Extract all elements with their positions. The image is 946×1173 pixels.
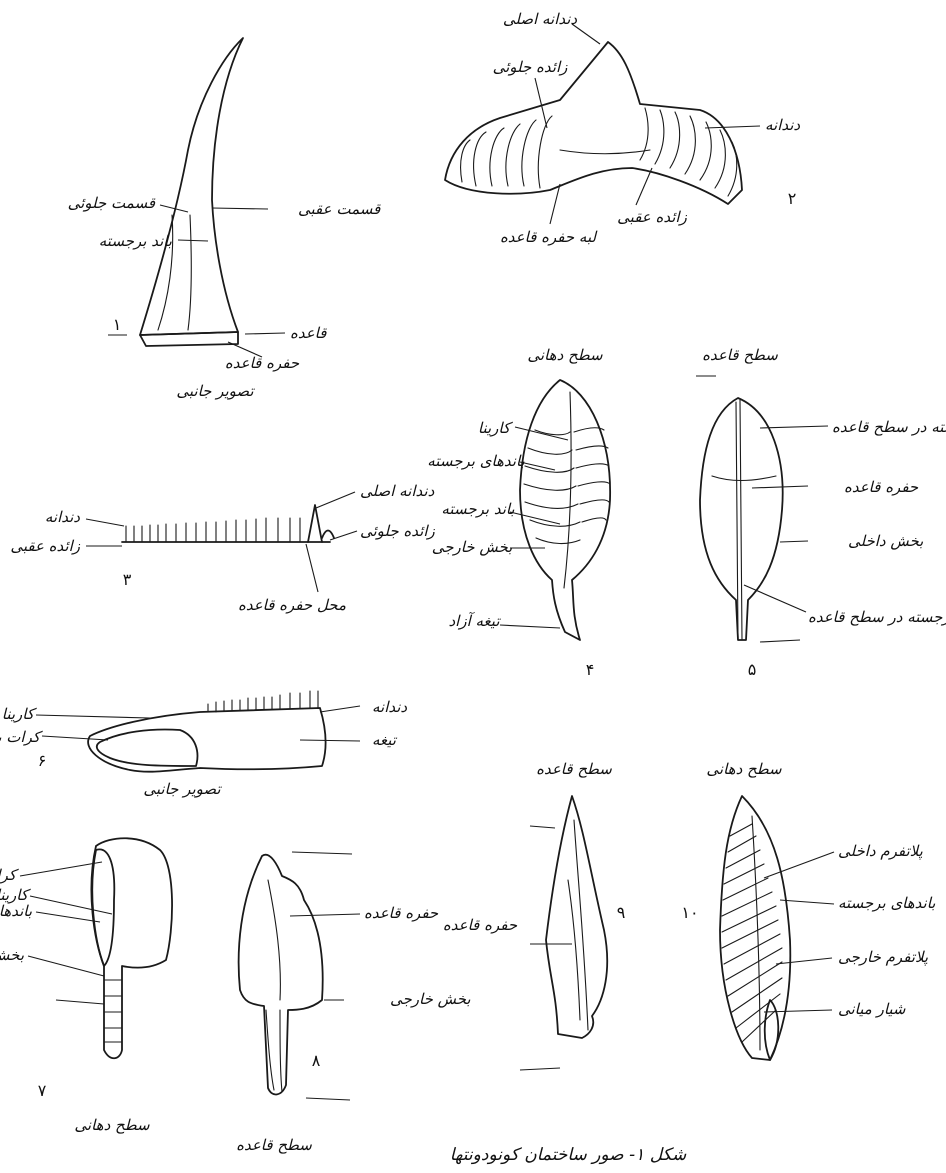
fig10-label-outer-platform: پلاتفرم خارجی bbox=[838, 948, 928, 966]
fig7-number: ۷ bbox=[38, 1081, 47, 1100]
figure-1: قسمت جلوئی باند برجسته قسمت عقبی قاعده ح… bbox=[68, 38, 382, 400]
narrow-platform-element bbox=[546, 796, 607, 1038]
figure-2: دندانه اصلی زائده جلوئی دندانه زائده عقب… bbox=[445, 10, 800, 246]
fig5-label-inner-part: بخش داخلی bbox=[848, 532, 923, 550]
fig7-label-nodes: کرات برجسته bbox=[0, 866, 19, 884]
fig9-view: سطح قاعده bbox=[536, 760, 612, 778]
fig2-label-main-cusp: دندانه اصلی bbox=[503, 10, 578, 28]
fig2-label-posterior-process: زائده عقبی bbox=[617, 208, 687, 226]
figure-3: دندانه اصلی زائده جلوئی محل حفره قاعده د… bbox=[10, 482, 435, 614]
fig3-label-denticle: دندانه bbox=[45, 508, 80, 526]
oral-platform-element bbox=[91, 838, 172, 1058]
fig3-number: ۳ bbox=[123, 570, 132, 589]
figure-9: حفره قاعده سطح قاعده ۹ bbox=[443, 760, 625, 1070]
fig7-label-part: بخش bbox=[0, 946, 24, 964]
fig10-number: ۱۰ bbox=[681, 903, 698, 922]
fig10-transverse-ridges bbox=[722, 824, 782, 1042]
fig6-view: تصویر جانبی bbox=[143, 780, 222, 798]
fig3-label-posterior-process: زائده عقبی bbox=[10, 537, 80, 555]
fig9-number: ۹ bbox=[617, 903, 626, 922]
fig4-number: ۴ bbox=[586, 660, 595, 679]
fig3-label-basal-cavity-site: محل حفره قاعده bbox=[238, 596, 346, 614]
fig10-label-ridges: باندهای برجسته bbox=[838, 894, 935, 912]
fig6-label-denticle: دندانه bbox=[372, 698, 407, 716]
fig10-label-median-groove: شیار میانی bbox=[838, 1000, 906, 1018]
figure-6: کارینا کرات برجسته دندانه تیغه تصویر جان… bbox=[0, 691, 407, 798]
fig6-number: ۶ bbox=[38, 751, 47, 770]
figure-7: کرات برجسته کارینا باندهای برجسته بخش سط… bbox=[0, 838, 172, 1134]
fig5-label-basal-cavity: حفره قاعده bbox=[844, 478, 919, 496]
fig3-label-main-cusp: دندانه اصلی bbox=[360, 482, 435, 500]
fig7-blade-segments bbox=[104, 980, 122, 1042]
figure-10: پلاتفرم داخلی باندهای برجسته پلاتفرم خار… bbox=[681, 760, 935, 1060]
fig10-view: سطح دهانی bbox=[706, 760, 782, 778]
fig3-label-anterior-process: زائده جلوئی bbox=[360, 522, 436, 540]
figure-5: باند برجسته در سطح قاعده حفره قاعده بخش … bbox=[696, 346, 946, 679]
fig4-transverse-ridges bbox=[524, 428, 610, 544]
fig4-label-carina: کارینا bbox=[478, 419, 513, 437]
fig5-label-ridge-basal: باند برجسته در سطح قاعده bbox=[832, 418, 946, 436]
fig1-label-posterior: قسمت عقبی bbox=[298, 200, 381, 218]
fig4-label-outer-part: بخش خارجی bbox=[432, 538, 513, 556]
fig2-label-basal-rim: لبه حفره قاعده bbox=[500, 228, 599, 246]
cone-element bbox=[140, 38, 243, 335]
fig1-view: تصویر جانبی bbox=[176, 382, 255, 400]
denticles-left bbox=[461, 116, 552, 188]
fig7-view: سطح دهانی bbox=[74, 1116, 150, 1134]
fig8-label-outer-part: بخش خارجی bbox=[390, 990, 471, 1008]
fig1-label-anterior: قسمت جلوئی bbox=[68, 194, 156, 212]
fig8-view: سطح قاعده bbox=[236, 1136, 312, 1154]
ramiform-element bbox=[445, 42, 742, 204]
fig5-view: سطح قاعده bbox=[702, 346, 778, 364]
fig4-label-ridge: باند برجسته bbox=[441, 500, 514, 518]
figure-4: کارینا باندهای برجسته باند برجسته بخش خا… bbox=[427, 346, 610, 679]
fig4-label-free-blade: تیغه آزاد bbox=[448, 611, 501, 630]
fig5-label-ridge-basal-2: باند برجسته در سطح قاعده bbox=[808, 608, 946, 626]
fig8-label-basal-cavity: حفره قاعده bbox=[364, 904, 439, 922]
fig2-label-denticle: دندانه bbox=[765, 116, 800, 134]
fig6-label-nodes: کرات برجسته bbox=[0, 728, 43, 746]
fig5-number: ۵ bbox=[748, 660, 757, 679]
fig4-view: سطح دهانی bbox=[527, 346, 603, 364]
figure-8: حفره قاعده بخش خارجی سطح قاعده ۸ bbox=[236, 852, 471, 1154]
fig6-label-carina: کارینا bbox=[2, 705, 37, 723]
fig4-label-ridges: باندهای برجسته bbox=[427, 452, 524, 470]
fig8-number: ۸ bbox=[312, 1051, 321, 1070]
fig1-label-ridge: باند برجسته bbox=[99, 232, 172, 250]
fig10-label-inner-platform: پلاتفرم داخلی bbox=[838, 842, 923, 860]
platform-element bbox=[520, 380, 610, 640]
figure-caption: شکل ۱- صور ساختمان کونودونتها bbox=[450, 1145, 687, 1165]
fig7-label-ridges: باندهای برجسته bbox=[0, 902, 32, 920]
fig2-number: ۲ bbox=[788, 189, 797, 208]
fig3-denticle-row bbox=[126, 518, 300, 542]
fig9-label-basal-cavity: حفره قاعده bbox=[443, 916, 518, 934]
denticles-right bbox=[640, 108, 737, 196]
fig1-label-basal-cavity: حفره قاعده bbox=[225, 354, 300, 372]
fig1-number: ۱ bbox=[113, 315, 122, 334]
fig1-label-base: قاعده bbox=[290, 324, 327, 342]
fig6-label-blade: تیغه bbox=[372, 731, 398, 749]
fig2-label-anterior-process: زائده جلوئی bbox=[493, 58, 569, 76]
